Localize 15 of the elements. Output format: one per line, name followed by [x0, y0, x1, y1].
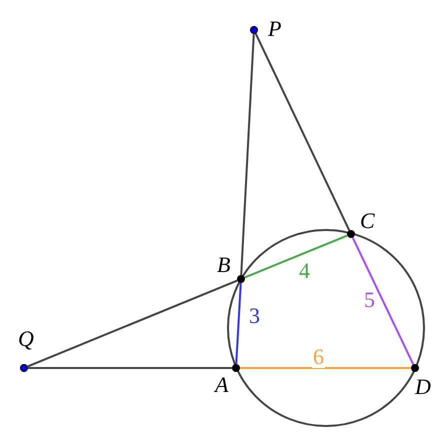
- line-segment: [235, 282, 242, 364]
- point-label: Q: [18, 328, 34, 350]
- line-segment: [254, 33, 350, 231]
- point-label: B: [217, 254, 230, 276]
- length-label: 6: [312, 346, 325, 368]
- line-segment: [240, 367, 411, 369]
- point-label: D: [415, 376, 431, 398]
- line-segment: [28, 367, 232, 369]
- point-label: A: [215, 374, 228, 396]
- line-segment: [244, 234, 348, 278]
- point-label: C: [360, 210, 375, 232]
- line-segment: [352, 237, 414, 365]
- point-label: P: [268, 18, 282, 40]
- line-segment: [240, 34, 255, 276]
- line-segment: [27, 280, 238, 368]
